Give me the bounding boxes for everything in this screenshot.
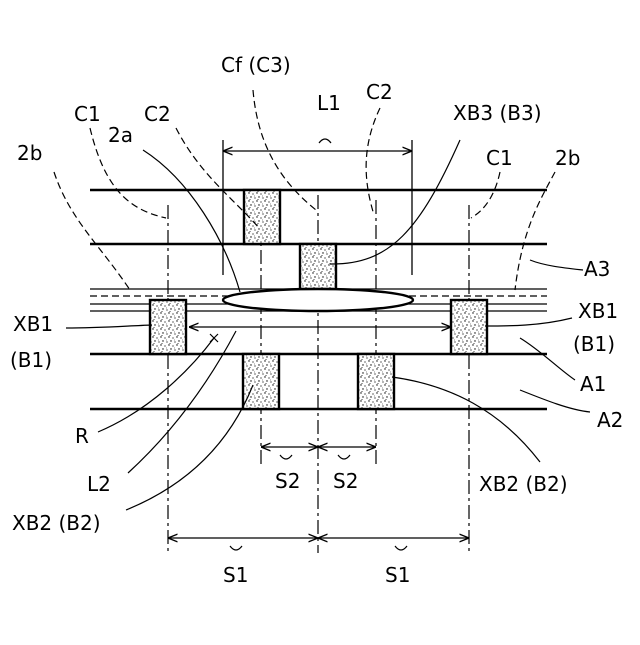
- label-2b-left: 2b: [17, 141, 42, 165]
- label-xb1-left: XB1: [13, 312, 53, 336]
- leader-xb3: [330, 140, 460, 264]
- leader-2a: [143, 150, 240, 292]
- label-xb2-b2-left: XB2 (B2): [12, 511, 101, 535]
- leader-xb2-left: [126, 385, 253, 510]
- label-xb2-b2-right: XB2 (B2): [479, 472, 568, 496]
- label-s1-left: S1: [223, 563, 248, 587]
- label-l1: L1: [317, 91, 341, 115]
- leader-xb2-right: [392, 377, 540, 462]
- label-2a: 2a: [108, 123, 133, 147]
- xb1-connector-right: [451, 300, 487, 354]
- label-b1-left: (B1): [10, 348, 52, 372]
- label-a2: A2: [597, 408, 623, 432]
- label-a1: A1: [580, 372, 606, 396]
- label-b1-right: (B1): [573, 332, 615, 356]
- label-c1-right: C1: [486, 146, 513, 170]
- label-s2-left: S2: [275, 469, 300, 493]
- leader-xb1-right: [485, 318, 572, 326]
- leader-a3: [530, 260, 583, 270]
- label-xb3-b3: XB3 (B3): [453, 101, 542, 125]
- label-l2: L2: [87, 472, 111, 496]
- label-2b-right: 2b: [555, 146, 580, 170]
- leader-c1-right: [471, 172, 500, 218]
- label-cf-c3: Cf (C3): [221, 53, 291, 77]
- s1-left-brace: [230, 546, 242, 550]
- l1-brace: [319, 139, 331, 143]
- s2-left-brace: [280, 455, 292, 459]
- label-r: R: [75, 424, 89, 448]
- label-s1-right: S1: [385, 563, 410, 587]
- s2-right-brace: [338, 455, 350, 459]
- xb2-connector-left: [243, 354, 279, 409]
- label-a3: A3: [584, 257, 610, 281]
- xb3-connector-center: [300, 244, 336, 289]
- leader-c2-right: [366, 108, 380, 215]
- xb2-connector-right: [358, 354, 394, 409]
- label-c2-top-left: C2: [144, 102, 171, 126]
- opening-2a-oval: [223, 289, 413, 311]
- label-c1-top-left: C1: [74, 102, 101, 126]
- leader-xb1-left: [66, 325, 152, 328]
- s1-right-brace: [395, 546, 407, 550]
- xb1-connector-left: [150, 300, 186, 354]
- label-s2-right: S2: [333, 469, 358, 493]
- leader-a1: [520, 338, 575, 380]
- label-xb1-right: XB1: [578, 299, 618, 323]
- label-c2-top-right: C2: [366, 80, 393, 104]
